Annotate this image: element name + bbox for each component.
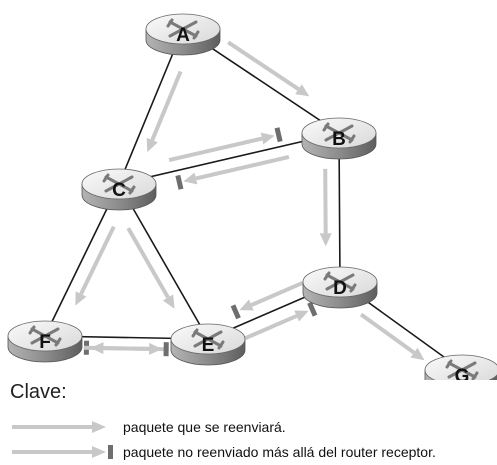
flow-arrow-c-e bbox=[126, 227, 175, 309]
router-label: G bbox=[455, 366, 470, 380]
forwarded-arrow-icon bbox=[12, 421, 106, 433]
legend-forwarded: paquete que se reenviará. bbox=[10, 418, 490, 438]
legend-forwarded-text: paquete que se reenviará. bbox=[123, 419, 286, 435]
legend-not-forwarded: paquete no reenviado más allá del router… bbox=[10, 443, 490, 463]
network-diagram: A B C D E F G bbox=[7, 13, 497, 380]
stop-marker bbox=[307, 301, 318, 317]
flow-arrow-f-e bbox=[83, 342, 169, 357]
router-label: A bbox=[176, 25, 190, 46]
flow-arrow-b-c bbox=[175, 154, 290, 190]
router-a: A bbox=[145, 13, 221, 56]
router-arrows-icon bbox=[322, 122, 356, 144]
router-label: E bbox=[202, 335, 215, 356]
legend-not-forwarded-text: paquete no reenviado más allá del router… bbox=[123, 444, 436, 460]
router-f: F bbox=[7, 320, 83, 363]
flow-arrow-a-b bbox=[227, 40, 310, 97]
flow-arrow-a-c bbox=[146, 70, 183, 153]
router-label: B bbox=[332, 129, 346, 150]
router-arrows-icon bbox=[166, 18, 200, 40]
router-g: G bbox=[424, 354, 497, 380]
flow-arrow-d-g bbox=[359, 312, 425, 361]
router-label: D bbox=[333, 278, 347, 299]
router-arrows-icon bbox=[191, 328, 225, 350]
flow-arrow-c-b bbox=[168, 127, 283, 163]
stop-marker bbox=[274, 127, 283, 143]
flow-arrow-b-d bbox=[319, 168, 332, 247]
not-forwarded-arrow-icon bbox=[12, 445, 113, 459]
link-c-e bbox=[118, 183, 209, 340]
flow-arrow-d-e bbox=[230, 280, 304, 320]
router-arrows-icon bbox=[445, 359, 479, 380]
router-c: C bbox=[81, 168, 157, 211]
router-arrows-icon bbox=[28, 325, 62, 347]
legend-title: Clave: bbox=[10, 381, 67, 403]
router-e: E bbox=[170, 323, 246, 366]
stop-marker bbox=[230, 304, 241, 320]
flow-arrow-e-d bbox=[244, 301, 318, 341]
router-arrows-icon bbox=[323, 271, 357, 293]
flow-arrow-c-f bbox=[75, 225, 116, 306]
stop-marker bbox=[175, 174, 184, 190]
router-b: B bbox=[301, 117, 377, 160]
link-a-c bbox=[118, 28, 184, 185]
router-arrows-icon bbox=[102, 173, 136, 195]
router-label: C bbox=[112, 180, 126, 201]
router-label: F bbox=[39, 332, 51, 353]
stop-marker bbox=[163, 342, 169, 357]
router-d: D bbox=[302, 266, 378, 309]
